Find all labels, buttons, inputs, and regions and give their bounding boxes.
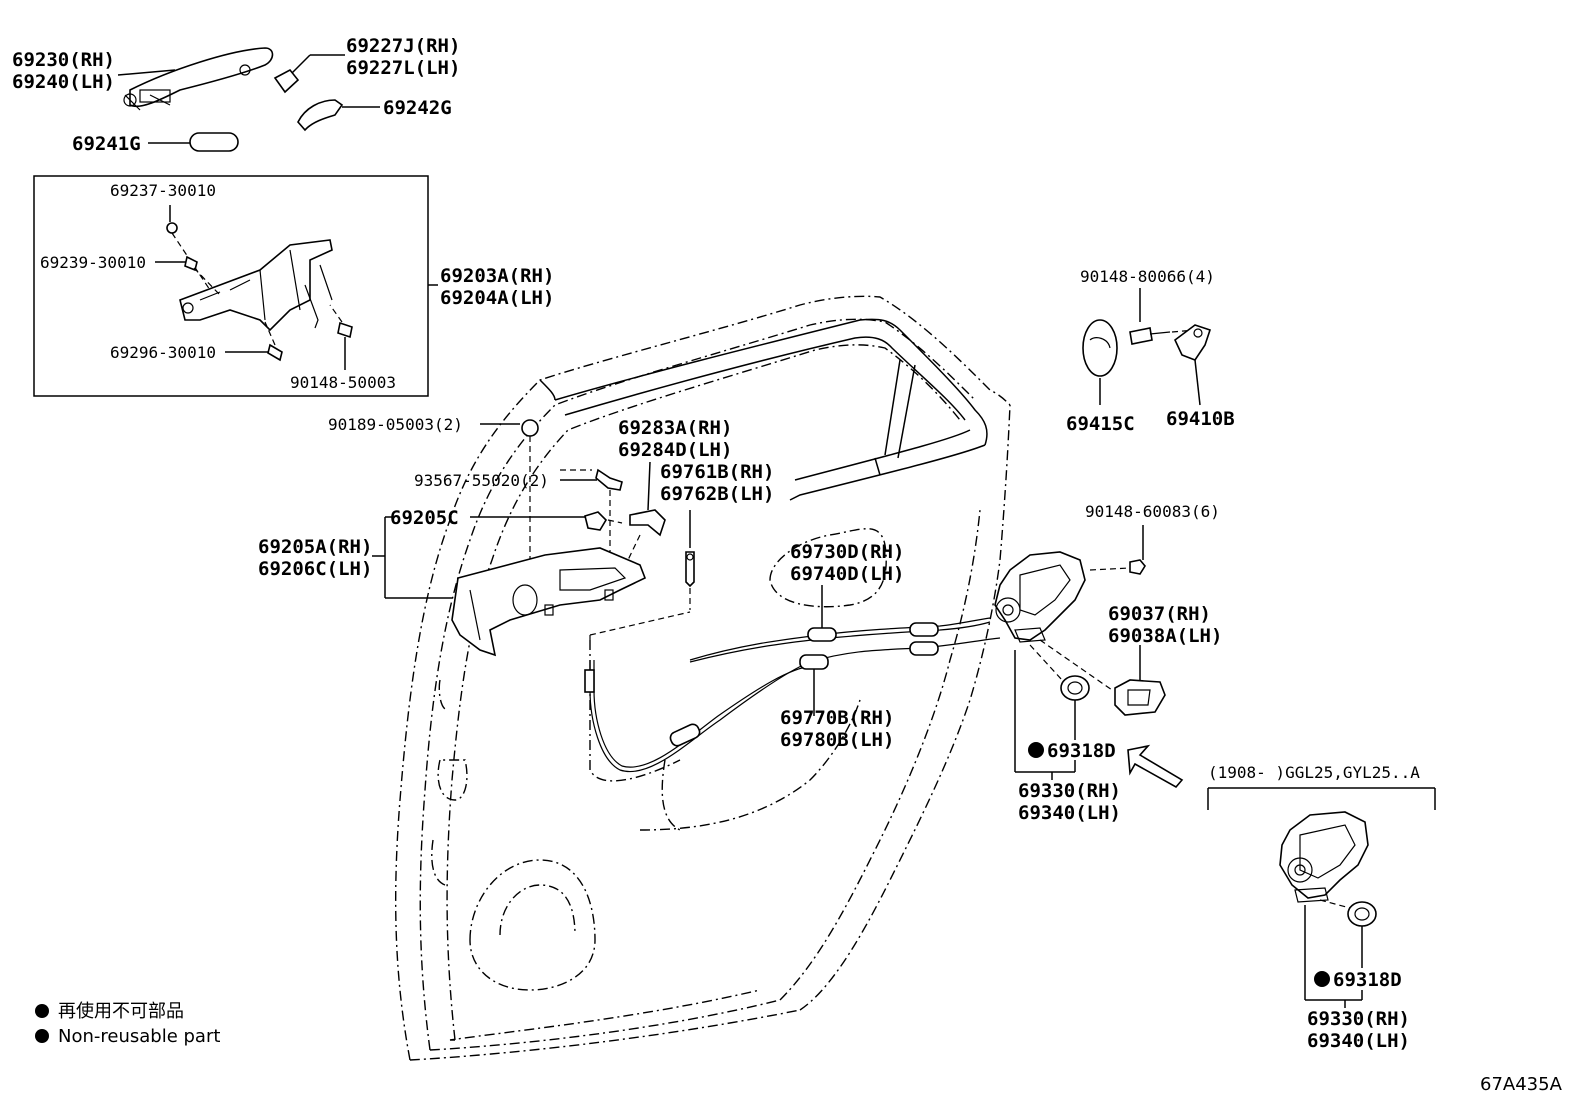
label-69770B: 69770B(RH): [780, 707, 894, 729]
door-cables: [584, 585, 1001, 773]
door-lock-69330: [994, 525, 1184, 789]
label-69241G: 69241G: [72, 133, 141, 155]
label-69205A: 69205A(RH): [258, 536, 372, 558]
non-reusable-mark-1: [1028, 742, 1044, 758]
label-69203A: 69203A(RH): [440, 265, 554, 287]
legend-text-en: Non-reusable part: [58, 1026, 220, 1047]
label-69318D-2: 69318D: [1333, 969, 1402, 991]
label-90189: 90189-05003(2): [328, 415, 463, 434]
label-93567: 93567-55020(2): [414, 471, 549, 490]
label-69330-2: 69330(RH): [1307, 1008, 1410, 1030]
label-69415C: 69415C: [1066, 413, 1135, 435]
legend: 再使用不可部品 Non-reusable part: [35, 1001, 220, 1047]
striker-parts: [1082, 288, 1212, 406]
label-69762B: 69762B(LH): [660, 483, 774, 505]
label-69242G: 69242G: [383, 97, 452, 119]
label-69237: 69237-30010: [110, 181, 216, 200]
pad-69242G: [297, 99, 380, 132]
label-69283A: 69283A(RH): [618, 417, 732, 439]
applicability-group: [1207, 787, 1436, 1008]
label-69227J: 69227J(RH): [346, 35, 460, 57]
label-69204A: 69204A(LH): [440, 287, 554, 309]
diagram-code: 67A435A: [1480, 1074, 1563, 1095]
part-labels: 69230(RH) 69240(LH) 69227J(RH) 69227L(LH…: [12, 35, 1420, 1052]
label-69205C: 69205C: [390, 507, 459, 529]
label-69037: 69037(RH): [1108, 603, 1211, 625]
label-69206C: 69206C(LH): [258, 558, 372, 580]
label-69318D-1: 69318D: [1047, 740, 1116, 762]
label-69761B: 69761B(RH): [660, 461, 774, 483]
label-90148-60083: 90148-60083(6): [1085, 502, 1220, 521]
label-69230: 69230(RH): [12, 49, 115, 71]
label-applicability: (1908- )GGL25,GYL25..A: [1208, 763, 1420, 782]
label-69730D: 69730D(RH): [790, 541, 904, 563]
label-69284D: 69284D(LH): [618, 439, 732, 461]
outside-handle-69230: [117, 47, 274, 111]
label-69296: 69296-30010: [110, 343, 216, 362]
legend-text-jp: 再使用不可部品: [58, 1001, 184, 1022]
label-90148-80066: 90148-80066(4): [1080, 267, 1215, 286]
label-69780B: 69780B(LH): [780, 729, 894, 751]
label-69340-1: 69340(LH): [1018, 802, 1121, 824]
label-69410B: 69410B: [1166, 408, 1235, 430]
pad-69241G: [148, 132, 239, 152]
label-69227L: 69227L(LH): [346, 57, 460, 79]
label-69740D: 69740D(LH): [790, 563, 904, 585]
inside-handle-parts: [372, 419, 695, 657]
label-69239: 69239-30010: [40, 253, 146, 272]
frame-assembly-box: [33, 175, 438, 397]
handle-cap-69227J: [273, 54, 345, 94]
label-69340-2: 69340(LH): [1307, 1030, 1410, 1052]
door-outline: [394, 295, 1011, 1061]
legend-dot-jp: [35, 1004, 49, 1018]
legend-dot-en: [35, 1029, 49, 1043]
non-reusable-mark-2: [1314, 971, 1330, 987]
label-69240: 69240(LH): [12, 71, 115, 93]
label-69038A: 69038A(LH): [1108, 625, 1222, 647]
label-69330-1: 69330(RH): [1018, 780, 1121, 802]
label-90148-50003: 90148-50003: [290, 373, 396, 392]
